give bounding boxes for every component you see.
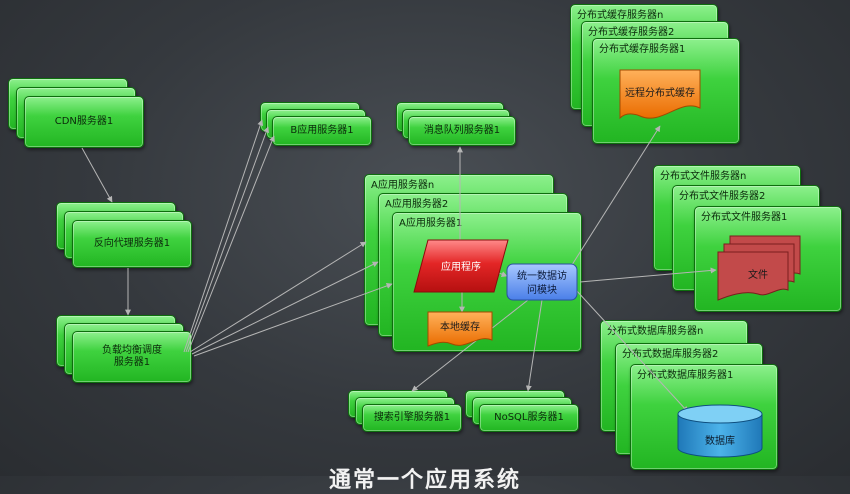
db-server-2-label: 分布式数据库服务器2: [622, 349, 719, 360]
remote-cache-shape: 远程分布式缓存: [619, 69, 701, 120]
file-server-2-label: 分布式文件服务器2: [679, 191, 766, 202]
nosql-server: NoSQL服务器1: [479, 404, 579, 432]
architecture-diagram: CDN服务器1 反向代理服务器1 负载均衡调度服务器1 B应用服务器1 消息队列…: [8, 4, 842, 493]
file-server-1-label: 分布式文件服务器1: [701, 212, 788, 223]
file-shape: 文件: [717, 235, 801, 301]
connectors: [81, 119, 717, 413]
load-balancer-label-line1: 负载均衡调度: [102, 344, 162, 356]
local-cache-label: 本地缓存: [440, 320, 480, 333]
file-server-n-label: 分布式文件服务器n: [660, 171, 747, 182]
slide-caption: 通常一个应用系统: [328, 468, 521, 493]
cache-server-1-label: 分布式缓存服务器1: [599, 44, 686, 55]
data-access-label-line2: 问模块: [527, 283, 557, 296]
module-to-cache-arrow: [569, 125, 661, 269]
cdn-server-label: CDN服务器1: [54, 115, 114, 127]
load-balancer-label: 负载均衡调度服务器1: [73, 332, 191, 382]
lb-to-a-app-arrow-2: [191, 261, 379, 355]
nosql-label: NoSQL服务器1: [494, 411, 564, 423]
db-server-n-label: 分布式数据库服务器n: [607, 326, 704, 337]
load-balancer-server: 负载均衡调度服务器1: [72, 331, 192, 383]
load-balancer-label-line2: 服务器1: [113, 357, 151, 368]
search-engine-label: 搜索引擎服务器1: [373, 411, 451, 423]
remote-cache-label: 远程分布式缓存: [625, 86, 695, 99]
lb-to-a-app-arrow-3: [193, 283, 393, 357]
module-to-nosql-arrow: [525, 299, 543, 392]
cache-server-n-label: 分布式缓存服务器n: [577, 10, 664, 21]
message-queue-label: 消息队列服务器1: [423, 124, 501, 136]
search-engine-server: 搜索引擎服务器1: [362, 404, 462, 432]
module-to-search-arrow: [411, 299, 529, 392]
local-cache-shape: 本地缓存: [427, 311, 493, 347]
b-app-server: B应用服务器1: [272, 116, 372, 146]
data-access-label-line1: 统一数据访: [517, 269, 567, 282]
lb-to-a-app-arrow-1: [189, 241, 367, 353]
data-access-module: 统一数据访 问模块: [506, 263, 578, 301]
database-cylinder: 数据库: [677, 404, 763, 458]
module-to-file-arrow: [579, 267, 717, 283]
cdn-server: CDN服务器1: [24, 96, 144, 148]
diagram-overlay: 远程分布式缓存 文件 数据库 应用程序 本地缓存 统一数据访: [81, 69, 801, 458]
message-queue-server: 消息队列服务器1: [408, 116, 516, 146]
database-label: 数据库: [705, 434, 735, 447]
app-program-label: 应用程序: [441, 260, 481, 273]
cache-server-2-label: 分布式缓存服务器2: [588, 27, 675, 38]
reverse-proxy-label: 反向代理服务器1: [93, 237, 171, 249]
reverse-proxy-server: 反向代理服务器1: [72, 220, 192, 268]
a-app-server-1-label: A应用服务器1: [399, 218, 463, 229]
lb-to-b-app-arrow-2: [185, 126, 269, 353]
app-program-shape: 应用程序: [413, 239, 509, 293]
a-app-server-2-label: A应用服务器2: [385, 199, 449, 210]
cdn-to-proxy-arrow: [81, 147, 113, 203]
module-to-db-arrow: [575, 289, 689, 413]
b-app-label: B应用服务器1: [290, 124, 354, 136]
a-app-server-n-label: A应用服务器n: [371, 180, 435, 191]
lb-to-b-app-arrow-3: [187, 135, 275, 353]
file-label: 文件: [748, 268, 768, 281]
db-server-1-label: 分布式数据库服务器1: [637, 370, 734, 381]
lb-to-b-app-arrow-1: [183, 119, 264, 353]
